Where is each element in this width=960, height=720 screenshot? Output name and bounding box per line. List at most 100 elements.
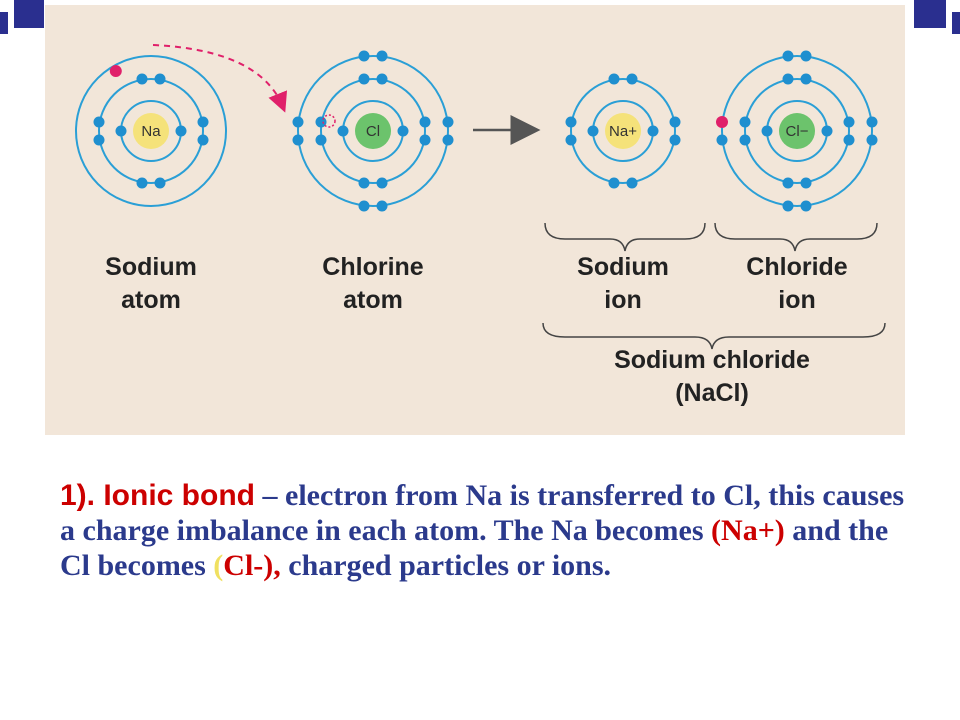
chloride-ion-label-line2: ion [778, 286, 816, 314]
corner-decoration-right [914, 0, 960, 34]
electron [739, 134, 751, 146]
electron [376, 200, 388, 212]
nucleus [779, 113, 815, 149]
electron [358, 177, 370, 189]
electron [565, 116, 577, 128]
electron [800, 73, 812, 85]
ionic-bond-caption: 1). Ionic bond – electron from Na is tra… [60, 478, 920, 583]
electron [442, 116, 454, 128]
nucleus [605, 113, 641, 149]
electron [626, 73, 638, 85]
electron [442, 134, 454, 146]
electron [292, 116, 304, 128]
ionic-bond-diagram: Na Cl Na+ Cl− Sodium atom Chlorine atom Sod… [45, 5, 905, 435]
electron [761, 125, 773, 137]
electron [782, 73, 794, 85]
electron [337, 125, 349, 137]
electron [782, 50, 794, 62]
sodium-ion-label-line1: Sodium [577, 253, 669, 281]
electron [716, 134, 728, 146]
electron [587, 125, 599, 137]
electron [93, 134, 105, 146]
sodium-ion-brace [544, 222, 706, 252]
sodium-chloride-label-line1: Sodium chloride [614, 346, 810, 374]
orbit-ring-2 [570, 78, 676, 184]
orbit-ring-2 [98, 78, 204, 184]
atom-2: Na+ [565, 73, 681, 189]
electron [782, 200, 794, 212]
nucleus [355, 113, 391, 149]
sodium-ion-label-line2: ion [604, 286, 642, 314]
electron [866, 134, 878, 146]
electron [115, 125, 127, 137]
electron [608, 73, 620, 85]
electron [821, 125, 833, 137]
electron [93, 116, 105, 128]
orbit-ring-3 [297, 55, 449, 207]
electron [154, 177, 166, 189]
electron-transfer-arrow [152, 44, 288, 113]
electron [175, 125, 187, 137]
chloride-ion-label-line1: Chloride [746, 253, 847, 281]
caption-text-1: – electron from Na is transferred to Cl,… [60, 479, 905, 547]
electron [397, 125, 409, 137]
orbit-ring-3 [721, 55, 873, 207]
electron [136, 73, 148, 85]
atom-1: Cl [292, 50, 454, 212]
ionic-bond-term: 1). Ionic bond [60, 479, 255, 512]
orbit-ring-3 [75, 55, 227, 207]
nucleus-symbol: Na [141, 123, 161, 140]
electron [626, 177, 638, 189]
electron [376, 50, 388, 62]
electron [358, 200, 370, 212]
atom-0: Na [75, 55, 227, 207]
empty-electron-slot [322, 114, 336, 128]
transferred-electron [109, 65, 122, 78]
cl-ion-text: Cl-), [223, 549, 281, 582]
electron [197, 116, 209, 128]
sodium-atom-label-line2: atom [121, 286, 181, 314]
diagram-canvas: Na Cl Na+ Cl− Sodium atom Chlorine atom Sod… [75, 44, 886, 407]
electron [800, 50, 812, 62]
electron [154, 73, 166, 85]
orbit-ring-2 [320, 78, 426, 184]
orbit-ring-2 [744, 78, 850, 184]
nucleus-symbol: Cl [366, 123, 380, 140]
caption-text-2: and the Cl becomes [60, 514, 889, 582]
electron [843, 116, 855, 128]
sodium-atom-label-line1: Sodium [105, 253, 197, 281]
electron [800, 177, 812, 189]
chloride-ion-brace [714, 222, 878, 252]
electron [866, 116, 878, 128]
electron [419, 134, 431, 146]
caption-text-3: charged particles or ions. [280, 549, 612, 582]
electron [800, 200, 812, 212]
electron [419, 116, 431, 128]
paren-open-text: ( [213, 549, 224, 582]
atom-3: Cl− [716, 50, 878, 212]
sodium-chloride-brace [542, 322, 886, 350]
electron [843, 134, 855, 146]
nucleus-symbol: Na+ [609, 123, 637, 140]
electron [565, 134, 577, 146]
electron [376, 73, 388, 85]
chlorine-atom-label-line1: Chlorine [322, 253, 423, 281]
electron [608, 177, 620, 189]
electron [782, 177, 794, 189]
gained-electron [716, 116, 728, 128]
electron [739, 116, 751, 128]
electron [292, 134, 304, 146]
electron [376, 177, 388, 189]
electron [358, 50, 370, 62]
electron [669, 116, 681, 128]
electron [197, 134, 209, 146]
electron [358, 73, 370, 85]
electron [315, 134, 327, 146]
electron [647, 125, 659, 137]
nucleus [133, 113, 169, 149]
na-ion-text: (Na+) [711, 514, 785, 547]
chlorine-atom-label-line2: atom [343, 286, 403, 314]
nucleus-symbol: Cl− [786, 123, 809, 140]
sodium-chloride-label-line2: (NaCl) [675, 379, 749, 407]
electron [669, 134, 681, 146]
